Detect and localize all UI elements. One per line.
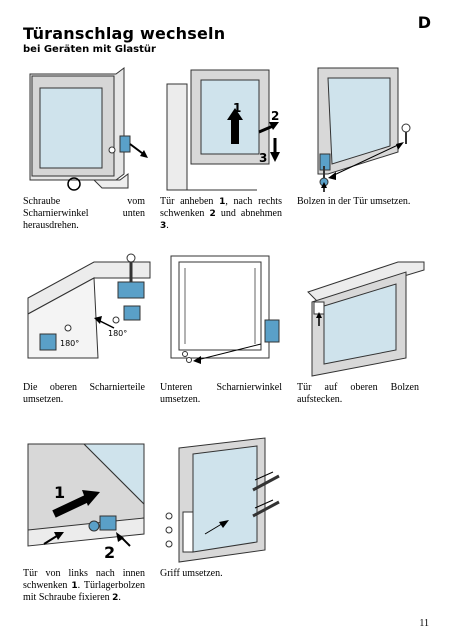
caption-step-6: Tür auf oberen Bolzen aufstecken. [297,382,419,405]
caption-step-7: Tür von links nach innen schwenken 1. Tü… [23,568,145,603]
figure-7-label-2: 2 [104,543,115,562]
caption-step-5: Unteren Scharnierwinkel umsetzen. [160,382,282,405]
figure-step-2: 1 2 3 [161,64,291,194]
figure-4-label-angle-2: 180° [108,329,127,338]
page-subtitle: bei Geräten mit Glastür [23,44,156,55]
figure-step-4: 180° 180° [24,248,154,378]
figure-step-8 [161,434,291,564]
page-number: 11 [419,618,429,629]
figure-step-7: 1 2 [24,434,154,564]
figure-2-label-3: 3 [259,151,267,165]
page-title: Türanschlag wechseln [23,24,226,43]
caption-step-1: Schraube vom Scharnierwinkel unten herau… [23,196,145,231]
figure-7-label-1: 1 [54,483,65,502]
caption-step-3: Bolzen in der Tür umsetzen. [297,196,411,207]
caption-step-2: Tür anheben 1, nach rechts schwenken 2 u… [160,196,282,231]
language-badge: D [417,13,431,32]
figure-4-label-angle-1: 180° [60,339,79,348]
figure-step-6 [298,248,428,378]
figure-2-label-1: 1 [233,101,241,115]
caption-step-4: Die oberen Scharnierteile umsetzen. [23,382,145,405]
figure-step-5 [161,248,291,378]
caption-step-8: Griff umsetzen. [160,568,223,579]
figure-step-3 [298,64,428,194]
figure-2-label-2: 2 [271,109,279,123]
figure-step-1 [24,64,154,194]
